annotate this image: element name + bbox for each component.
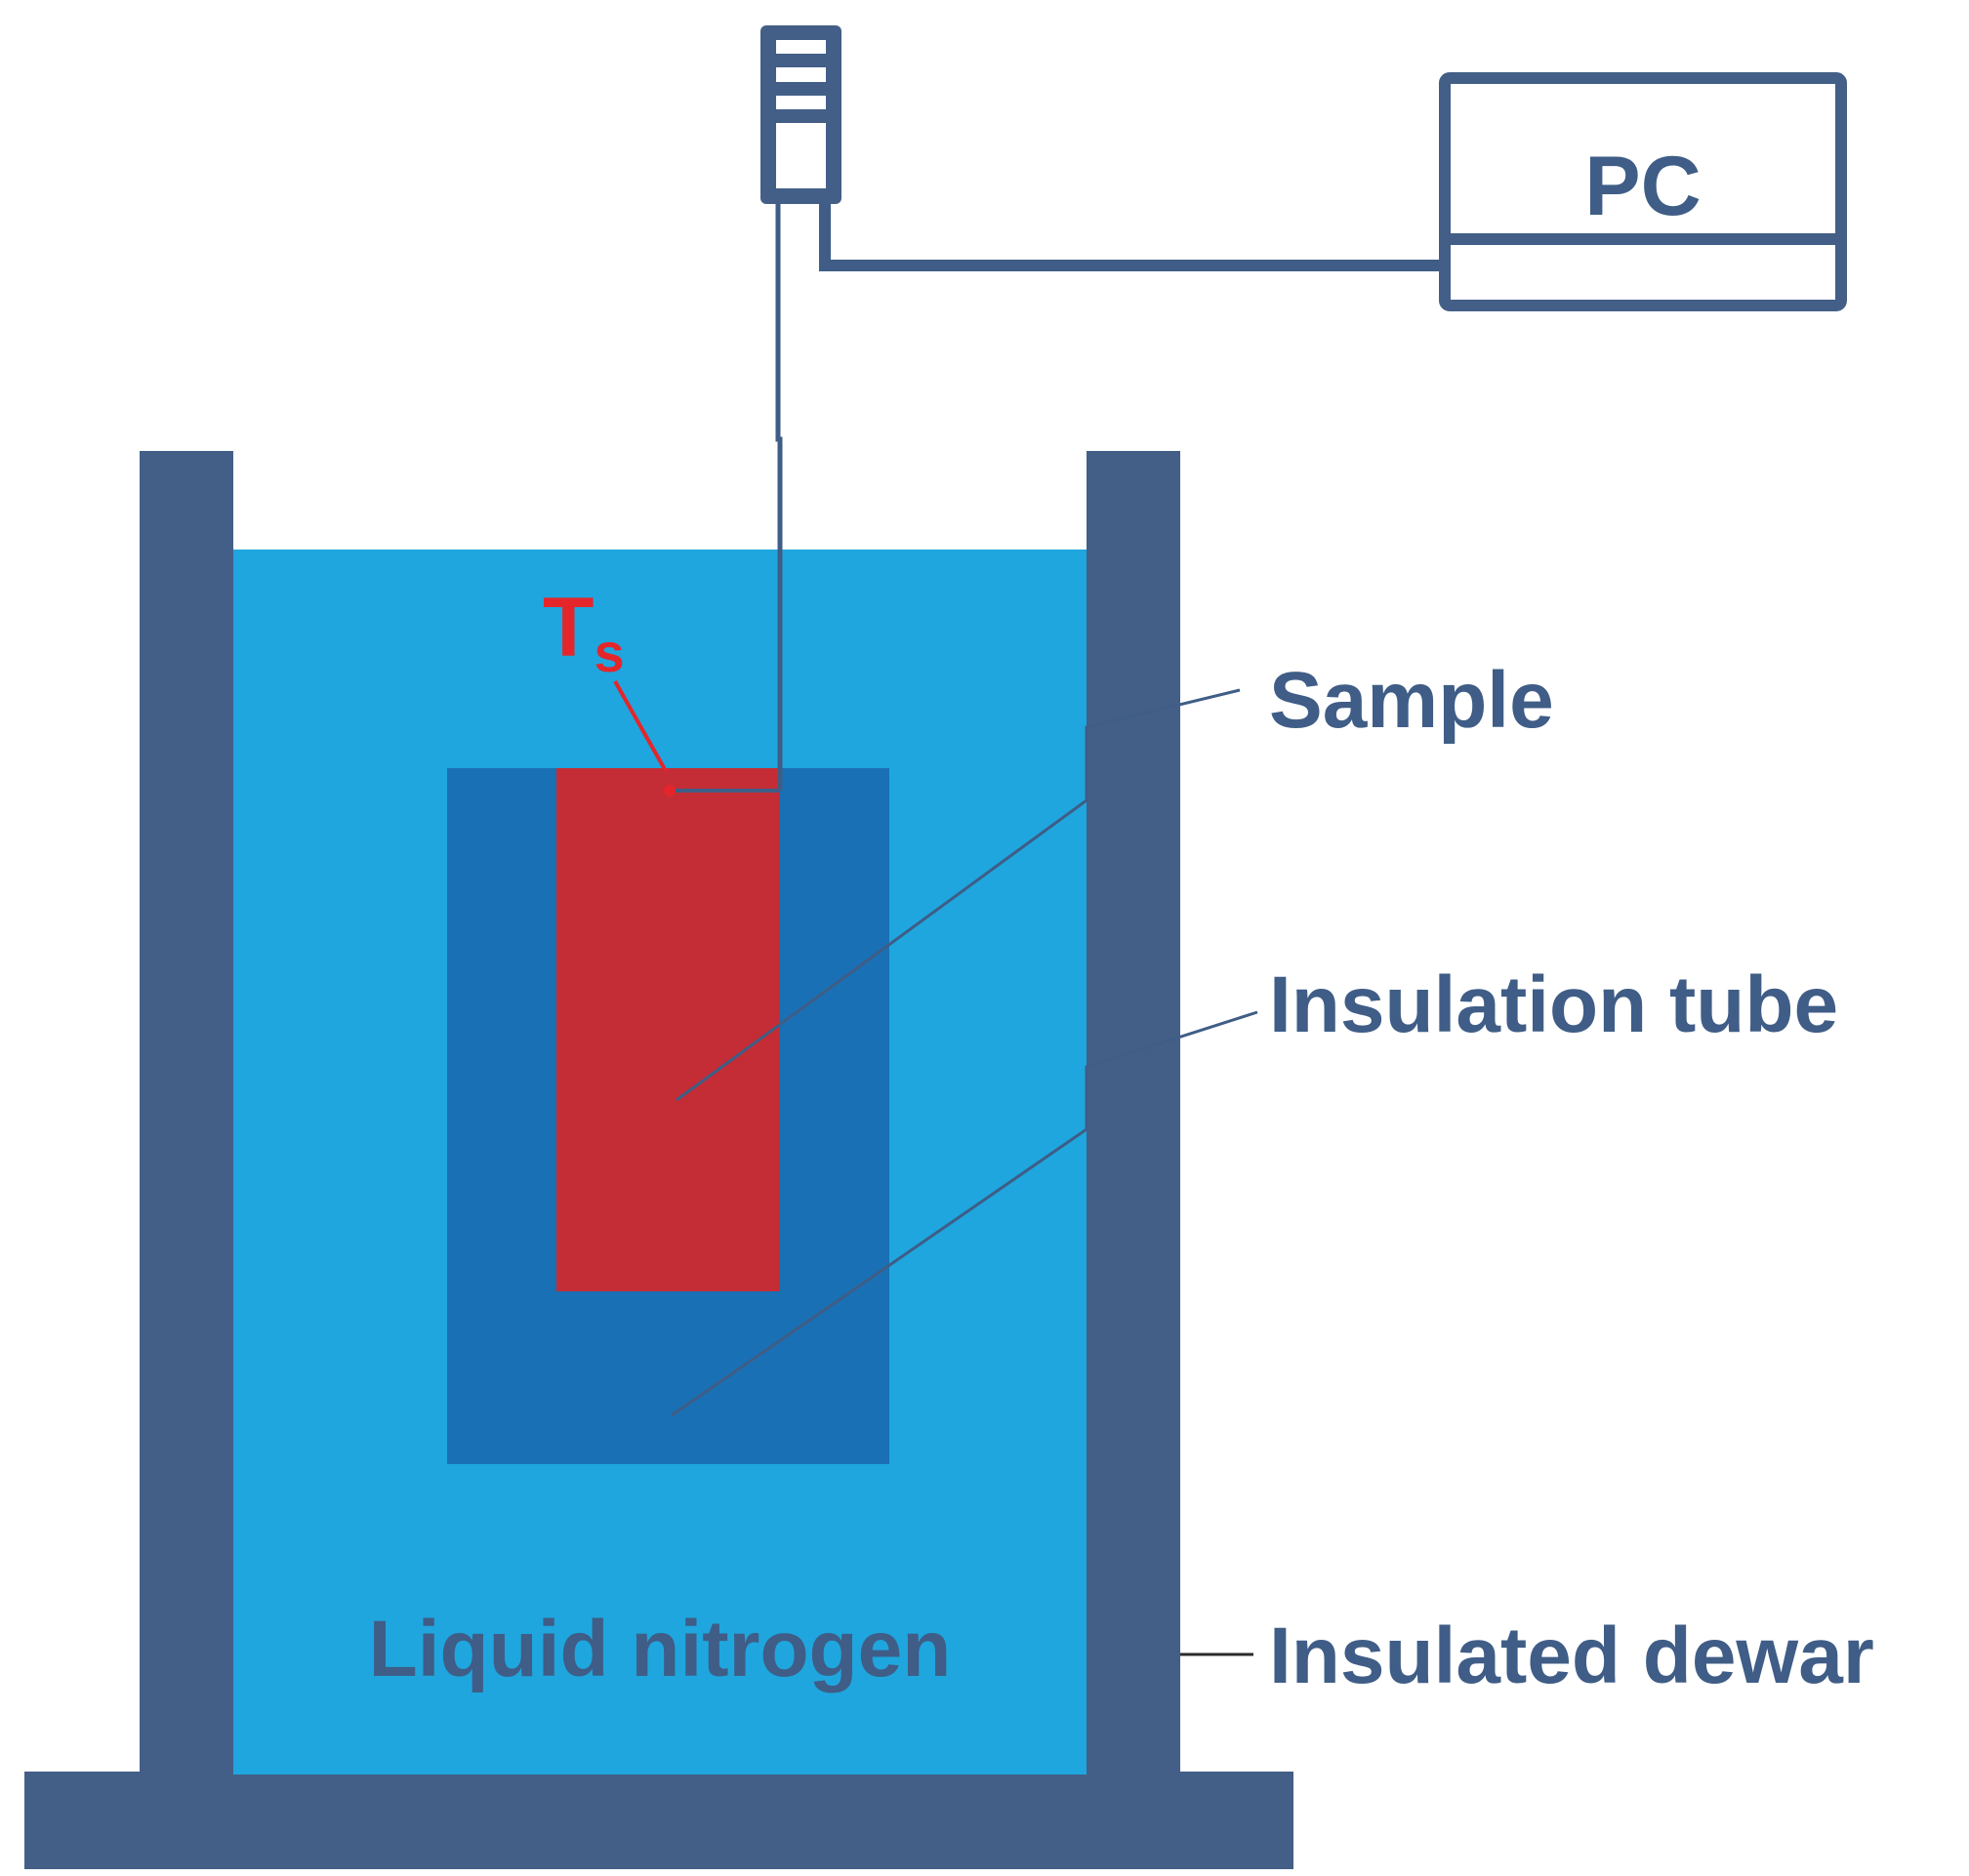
sample [556,768,780,1291]
insulation-tube-leader-line [671,1010,1258,1417]
dewar-left-wall [140,451,233,1774]
dewar-right-wall [1087,451,1180,1774]
pc-label: PC [1584,140,1701,233]
ts-label-main: T [543,581,595,674]
sample-label: Sample [1269,656,1554,745]
liquid-nitrogen-label: Liquid nitrogen [369,1605,952,1693]
thermometer-probe-icon [760,25,841,204]
insulation-tube-label: Insulation tube [1269,960,1838,1049]
probe-wire-to-sample [775,204,783,791]
ts-measurement-point [664,785,676,796]
dewar-base [24,1772,1293,1869]
ts-label-subscript: s [595,622,625,683]
sample-leader-line [676,688,1241,1102]
computer-icon [1439,72,1847,311]
ts-leader-line [613,680,668,772]
ts-label: Ts [543,581,625,683]
probe-cable-to-pc [819,204,1440,271]
insulated-dewar-label: Insulated dewar [1269,1611,1874,1700]
